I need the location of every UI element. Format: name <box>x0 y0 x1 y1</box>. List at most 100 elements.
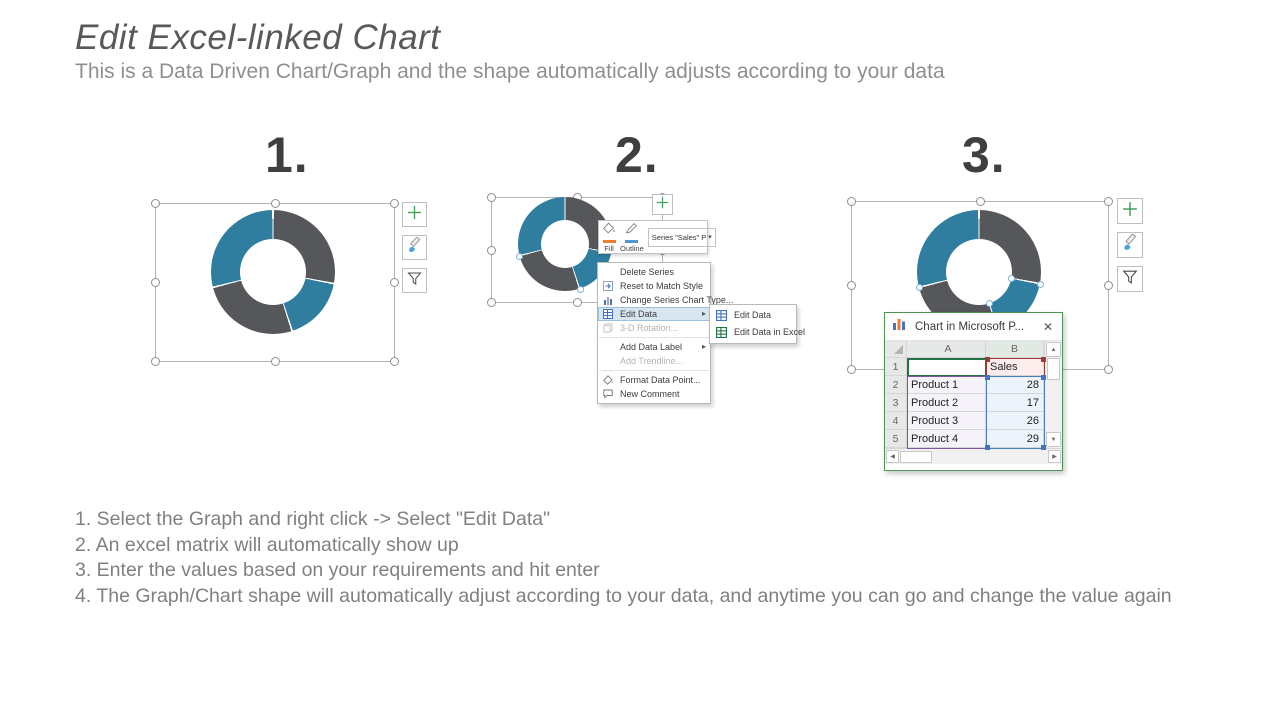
row-header[interactable]: 1 <box>885 358 907 376</box>
donut-chart-2[interactable] <box>518 197 612 291</box>
fill-color-bar <box>602 240 616 243</box>
scroll-left-button[interactable]: ◀ <box>886 450 899 463</box>
resize-handle[interactable] <box>487 298 496 307</box>
menu-item-reset-to-match-style[interactable]: Reset to Match Style <box>598 279 710 293</box>
column-header-a[interactable]: A <box>907 341 986 358</box>
menu-item-label: 3-D Rotation... <box>620 323 679 333</box>
mini-toolbar: Fill Outline Series "Sales" P ▾ <box>598 220 716 254</box>
resize-handle[interactable] <box>487 193 496 202</box>
chart-elements-button[interactable] <box>402 202 427 227</box>
select-all-cell[interactable] <box>885 341 907 358</box>
menu-item-delete-series[interactable]: Delete Series <box>598 265 710 279</box>
horizontal-scroll-thumb[interactable] <box>900 450 932 463</box>
menu-item-change-series-chart-type[interactable]: Change Series Chart Type... <box>598 293 733 307</box>
resize-handle[interactable] <box>151 199 160 208</box>
vertical-scrollbar[interactable]: ▲ ▼ <box>1044 341 1062 448</box>
instructions-block: 1. Select the Graph and right click -> S… <box>75 507 1220 609</box>
resize-handle[interactable] <box>847 365 856 374</box>
resize-handle[interactable] <box>572 298 582 307</box>
chart-filters-button[interactable] <box>402 268 427 293</box>
cell-a4[interactable]: Product 3 <box>907 412 986 430</box>
horizontal-scrollbar[interactable]: ◀ ▶ <box>885 448 1062 464</box>
edit-data-icon <box>603 309 613 323</box>
fill-label: Fill <box>604 244 614 253</box>
resize-handle[interactable] <box>151 357 160 366</box>
cell-a1[interactable] <box>907 358 986 376</box>
resize-handle[interactable] <box>270 199 280 208</box>
menu-item-edit-data[interactable]: Edit Data ▸ <box>598 307 710 321</box>
vertical-scroll-thumb[interactable] <box>1047 358 1060 380</box>
plus-icon <box>1121 200 1139 223</box>
row-header[interactable]: 5 <box>885 430 907 448</box>
reset-style-icon <box>603 281 613 295</box>
close-icon[interactable]: ✕ <box>1042 319 1053 334</box>
row-header[interactable]: 3 <box>885 394 907 412</box>
menu-item-add-trendline[interactable]: Add Trendline... <box>598 354 710 368</box>
scroll-up-button[interactable]: ▲ <box>1046 342 1061 357</box>
resize-handle[interactable] <box>390 199 399 208</box>
column-header-b[interactable]: B <box>986 341 1044 358</box>
donut-chart-1[interactable] <box>211 210 335 334</box>
chart-styles-button[interactable] <box>1117 232 1143 258</box>
chevron-down-icon: ▾ <box>708 234 712 241</box>
resize-handle[interactable] <box>847 281 856 290</box>
resize-handle[interactable] <box>487 245 496 255</box>
resize-handle[interactable] <box>390 278 399 287</box>
series-selector-dropdown[interactable]: Series "Sales" P ▾ <box>647 227 716 247</box>
excel-chart-icon <box>892 317 907 336</box>
cell-a3[interactable]: Product 2 <box>907 394 986 412</box>
chart-styles-button[interactable] <box>402 235 427 260</box>
row-header[interactable]: 2 <box>885 376 907 394</box>
data-point-handle[interactable] <box>576 285 584 293</box>
menu-item-3d-rotation[interactable]: 3-D Rotation... <box>598 321 710 335</box>
chart-elements-button[interactable] <box>652 194 673 215</box>
cell-a2[interactable]: Product 1 <box>907 376 986 394</box>
chart-filters-button[interactable] <box>1117 266 1143 292</box>
submenu-item-edit-data[interactable]: Edit Data <box>710 307 796 324</box>
cell-b3[interactable]: 17 <box>986 394 1044 412</box>
menu-item-label: Reset to Match Style <box>620 281 704 291</box>
resize-handle[interactable] <box>270 357 280 366</box>
data-point-handle[interactable] <box>1036 280 1044 288</box>
cell-a5[interactable]: Product 4 <box>907 430 986 448</box>
menu-item-label: New Comment <box>620 389 680 399</box>
cell-b5[interactable]: 29 <box>986 430 1044 448</box>
resize-handle[interactable] <box>1104 281 1113 290</box>
resize-handle[interactable] <box>975 197 985 206</box>
scroll-right-button[interactable]: ▶ <box>1048 450 1061 463</box>
submenu-arrow-icon: ▸ <box>701 342 706 351</box>
chart-elements-button[interactable] <box>1117 198 1143 224</box>
data-point-handle[interactable] <box>915 283 923 291</box>
plus-icon <box>406 204 423 226</box>
outline-color-bar <box>625 240 639 243</box>
resize-handle[interactable] <box>390 357 399 366</box>
cell-b2[interactable]: 28 <box>986 376 1044 394</box>
edit-data-icon <box>716 310 727 327</box>
fill-button[interactable]: Fill <box>602 221 616 253</box>
comment-icon <box>603 389 613 403</box>
scroll-up-icon: ▲ <box>1050 346 1057 353</box>
row-header[interactable]: 4 <box>885 412 907 430</box>
submenu-item-label: Edit Data in Excel <box>734 327 806 337</box>
cell-b1[interactable]: Sales <box>986 358 1044 376</box>
data-point-handle[interactable] <box>985 299 993 307</box>
data-point-handle[interactable] <box>515 252 523 260</box>
resize-handle[interactable] <box>1104 197 1113 206</box>
outline-label: Outline <box>620 244 644 253</box>
cell-b4[interactable]: 26 <box>986 412 1044 430</box>
data-point-handle[interactable] <box>1007 274 1015 282</box>
resize-handle[interactable] <box>1104 365 1113 374</box>
scroll-down-button[interactable]: ▼ <box>1046 432 1061 447</box>
menu-item-format-data-point[interactable]: Format Data Point... <box>598 373 710 387</box>
menu-item-add-data-label[interactable]: Add Data Label ▸ <box>598 340 710 354</box>
submenu-item-edit-data-in-excel[interactable]: Edit Data in Excel <box>710 324 805 341</box>
menu-separator <box>599 370 709 371</box>
resize-handle[interactable] <box>847 197 856 206</box>
menu-item-label: Format Data Point... <box>620 375 701 385</box>
outline-button[interactable]: Outline <box>620 221 644 253</box>
pencil-icon <box>625 221 639 239</box>
excel-titlebar[interactable]: Chart in Microsoft P... ✕ <box>885 313 1062 341</box>
series-selector-label: Series "Sales" P <box>651 232 707 242</box>
menu-item-new-comment[interactable]: New Comment <box>598 387 710 401</box>
resize-handle[interactable] <box>151 278 160 287</box>
